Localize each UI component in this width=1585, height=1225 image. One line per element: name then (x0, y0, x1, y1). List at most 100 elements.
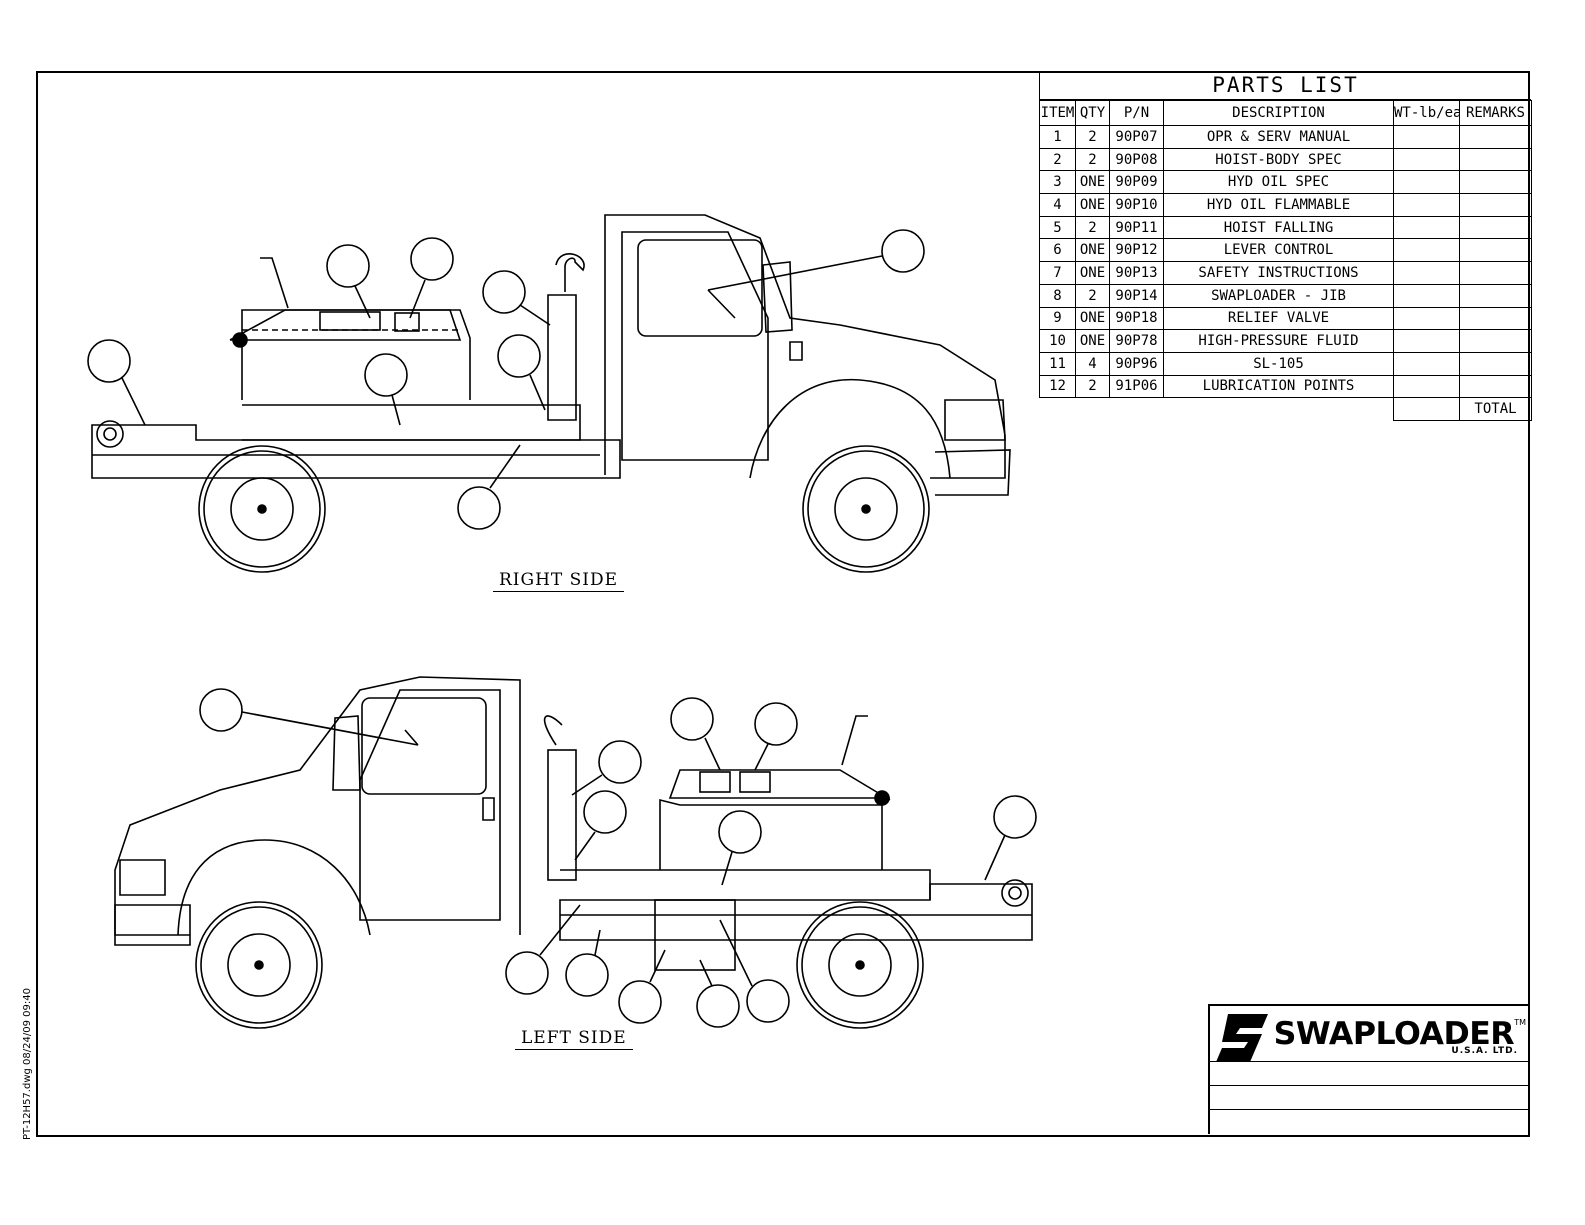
parts-list-title: PARTS LIST (1039, 71, 1531, 100)
item-cell: 1 (1039, 125, 1076, 149)
header-pn: P/N (1109, 100, 1164, 126)
parts-list: PARTS LIST ITEM QTY P/N DESCRIPTION WT-l… (1039, 71, 1532, 421)
qty-cell: ONE (1075, 193, 1110, 217)
qty-cell: 2 (1075, 374, 1110, 399)
weight-cell (1393, 170, 1460, 195)
title-block-row (1208, 1086, 1530, 1110)
item-cell: 6 (1039, 238, 1076, 263)
qty-cell: 2 (1075, 125, 1110, 149)
qty-cell: ONE (1075, 170, 1110, 195)
pn-cell: 90P14 (1109, 283, 1164, 308)
right-side-label: RIGHT SIDE (493, 570, 625, 592)
remarks-cell (1459, 238, 1532, 263)
weight-cell (1393, 238, 1460, 263)
qty-cell: 2 (1075, 283, 1110, 308)
item-cell: 7 (1039, 261, 1076, 285)
item-cell: 5 (1039, 215, 1076, 240)
left-side-label: LEFT SIDE (515, 1028, 633, 1050)
parts-table-header: ITEM QTY P/N DESCRIPTION WT-lb/ea REMARK… (1039, 100, 1532, 126)
description-cell: SWAPLOADER - JIB (1163, 283, 1394, 308)
description-cell: HOIST-BODY SPEC (1163, 147, 1394, 172)
description-cell: HYD OIL SPEC (1163, 170, 1394, 195)
weight-cell (1393, 215, 1460, 240)
description-cell: HOIST FALLING (1163, 215, 1394, 240)
weight-cell (1393, 125, 1460, 149)
description-cell: OPR & SERV MANUAL (1163, 125, 1394, 149)
weight-cell (1393, 351, 1460, 376)
description-cell: SAFETY INSTRUCTIONS (1163, 261, 1394, 285)
pn-cell: 90P78 (1109, 329, 1164, 353)
pn-cell: 90P96 (1109, 351, 1164, 376)
remarks-cell (1459, 125, 1532, 149)
description-cell: LEVER CONTROL (1163, 238, 1394, 263)
remarks-cell (1459, 351, 1532, 376)
pn-cell: 90P18 (1109, 306, 1164, 331)
qty-cell: 2 (1075, 215, 1110, 240)
header-weight: WT-lb/ea (1393, 100, 1460, 126)
description-cell: SL-105 (1163, 351, 1394, 376)
item-cell: 3 (1039, 170, 1076, 195)
item-cell: 11 (1039, 351, 1076, 376)
pn-cell: 90P11 (1109, 215, 1164, 240)
brand-name: SWAPLOADER (1273, 1016, 1515, 1052)
remarks-cell (1459, 147, 1532, 172)
item-cell: 8 (1039, 283, 1076, 308)
title-block-row (1208, 1110, 1530, 1134)
file-stamp: PT-12H57.dwg 08/24/09 09:40 (22, 988, 33, 1140)
remarks-cell (1459, 193, 1532, 217)
trademark: TM (1514, 1018, 1526, 1027)
total-label: TOTAL (1459, 397, 1532, 421)
total-weight-cell (1393, 397, 1460, 421)
logo-row: SWAPLOADER TM U.S.A. LTD. (1208, 1004, 1530, 1062)
item-cell: 9 (1039, 306, 1076, 331)
pn-cell: 91P06 (1109, 374, 1164, 399)
weight-cell (1393, 147, 1460, 172)
qty-cell: 4 (1075, 351, 1110, 376)
header-description: DESCRIPTION (1163, 100, 1394, 126)
weight-cell (1393, 261, 1460, 285)
remarks-cell (1459, 283, 1532, 308)
parts-table: ITEM QTY P/N DESCRIPTION WT-lb/ea REMARK… (1039, 100, 1532, 421)
item-cell: 12 (1039, 374, 1076, 399)
weight-cell (1393, 306, 1460, 331)
remarks-cell (1459, 215, 1532, 240)
qty-cell: ONE (1075, 329, 1110, 353)
brand-subtitle: U.S.A. LTD. (1451, 1046, 1518, 1056)
weight-cell (1393, 374, 1460, 399)
right-side-truck (87, 214, 1011, 573)
swaploader-logo-mark (1216, 1014, 1268, 1062)
remarks-cell (1459, 261, 1532, 285)
remarks-cell (1459, 329, 1532, 353)
left-side-truck (114, 676, 1037, 1029)
remarks-cell (1459, 170, 1532, 195)
item-cell: 10 (1039, 329, 1076, 353)
weight-cell (1393, 283, 1460, 308)
qty-cell: 2 (1075, 147, 1110, 172)
pn-cell: 90P09 (1109, 170, 1164, 195)
weight-cell (1393, 193, 1460, 217)
item-cell: 2 (1039, 147, 1076, 172)
header-item: ITEM (1039, 100, 1076, 126)
item-cell: 4 (1039, 193, 1076, 217)
qty-cell: ONE (1075, 238, 1110, 263)
qty-cell: ONE (1075, 261, 1110, 285)
pn-cell: 90P12 (1109, 238, 1164, 263)
description-cell: LUBRICATION POINTS (1163, 374, 1394, 399)
title-block: SWAPLOADER TM U.S.A. LTD. (1208, 1004, 1530, 1137)
description-cell: HIGH-PRESSURE FLUID (1163, 329, 1394, 353)
header-qty: QTY (1075, 100, 1110, 126)
drawing-frame (36, 71, 1530, 1137)
description-cell: RELIEF VALVE (1163, 306, 1394, 331)
